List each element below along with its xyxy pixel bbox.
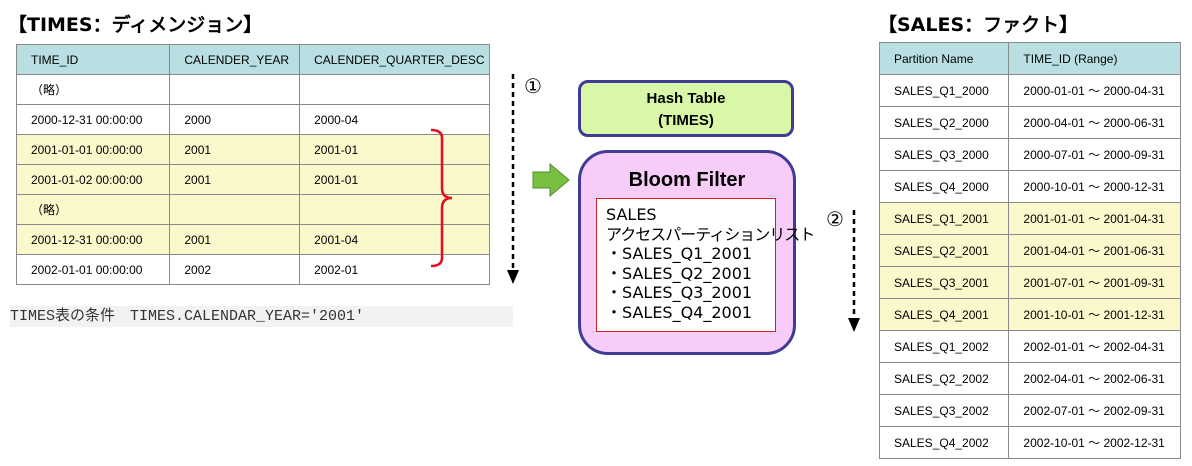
times-header-cell: TIME_ID — [15, 44, 171, 75]
times-cell: 2002 — [169, 254, 301, 285]
times-cell: 2001 — [169, 134, 301, 165]
times-cell: （略） — [15, 194, 171, 225]
bloom-filter-line: ・SALES_Q3_2001 — [606, 283, 753, 302]
times-cell: 2001-01-01 00:00:00 — [15, 134, 171, 165]
hash-table-box: Hash Table (TIMES) — [578, 80, 794, 137]
sales-cell: SALES_Q2_2000 — [878, 106, 1010, 139]
times-cell: 2000-12-31 00:00:00 — [15, 104, 171, 135]
times-cell: 2001 — [169, 224, 301, 255]
hash-table-line2: (TIMES) — [658, 112, 714, 129]
sales-cell: 2002-01-01 ～ 2002-04-31 — [1008, 330, 1181, 363]
times-cell: （略） — [15, 74, 171, 105]
hash-table-line1: Hash Table — [646, 90, 726, 107]
times-cell: 2001 — [169, 164, 301, 195]
times-cell: 2001-12-31 00:00:00 — [15, 224, 171, 255]
sales-cell: 2002-04-01 ～ 2002-06-31 — [1008, 362, 1181, 395]
times-cell: 2000-04 — [299, 104, 490, 135]
sales-cell: SALES_Q1_2000 — [878, 74, 1010, 107]
times-cell: 2002-01-01 00:00:00 — [15, 254, 171, 285]
sales-cell: SALES_Q3_2001 — [878, 266, 1010, 299]
sales-cell: SALES_Q1_2002 — [878, 330, 1010, 363]
sales-cell: 2001-10-01 ～ 2001-12-31 — [1008, 298, 1181, 331]
sales-cell: 2000-01-01 ～ 2000-04-31 — [1008, 74, 1181, 107]
step-one-label: ① — [524, 74, 542, 98]
bloom-filter-content: SALES アクセスパーティションリスト ・SALES_Q1_2001 ・SAL… — [596, 198, 815, 332]
sales-cell: 2001-01-01 ～ 2001-04-31 — [1008, 202, 1181, 235]
sales-header-cell: Partition Name — [878, 42, 1010, 75]
sales-header-cell: TIME_ID (Range) — [1008, 42, 1181, 75]
times-cell: 2001-01-02 00:00:00 — [15, 164, 171, 195]
times-title: 【TIMES：ディメンジョン】 — [8, 14, 263, 36]
bloom-filter-line: ・SALES_Q1_2001 — [606, 244, 753, 263]
times-cell: 2001-01 — [299, 134, 490, 165]
sales-cell: 2000-10-01 ～ 2000-12-31 — [1008, 170, 1181, 203]
times-cell: 2001-04 — [299, 224, 490, 255]
bloom-filter-title: Bloom Filter — [628, 169, 746, 191]
sales-cell: SALES_Q2_2001 — [878, 234, 1010, 267]
step-two-label: ② — [826, 207, 844, 231]
times-header-cell: CALENDER_YEAR — [169, 44, 301, 75]
sales-cell: 2001-07-01 ～ 2001-09-31 — [1008, 266, 1181, 299]
sales-cell: SALES_Q3_2002 — [878, 394, 1010, 427]
times-cell — [299, 194, 490, 225]
times-row: （略） — [15, 194, 490, 225]
times-cell: 2001-01 — [299, 164, 490, 195]
sales-cell: SALES_Q1_2001 — [878, 202, 1010, 235]
times-cell: 2002-01 — [299, 254, 490, 285]
sales-title: 【SALES：ファクト】 — [878, 14, 1079, 36]
times-condition: TIMES表の条件 TIMES.CALENDAR_YEAR='2001' — [10, 306, 513, 327]
times-table: TIME_ID CALENDER_YEAR CALENDER_QUARTER_D… — [15, 44, 490, 285]
step-one-arrow — [507, 74, 519, 284]
bloom-filter-line: ・SALES_Q4_2001 — [606, 302, 753, 322]
sales-cell: SALES_Q4_2001 — [878, 298, 1010, 331]
times-cell: 2000 — [169, 104, 301, 135]
year-2001-brace — [430, 128, 453, 268]
sales-cell: SALES_Q2_2002 — [878, 362, 1010, 395]
times-cell — [169, 194, 301, 225]
sales-table: Partition Name TIME_ID (Range) SALES_Q1_… — [878, 42, 1181, 459]
sales-cell: SALES_Q3_2000 — [878, 138, 1010, 171]
times-cell — [299, 74, 490, 105]
green-arrow-icon — [532, 163, 570, 197]
times-row: （略） — [15, 74, 490, 105]
bloom-filter-box: Bloom Filter SALES アクセスパーティションリスト ・SALES… — [578, 150, 815, 355]
bloom-filter-line: アクセスパーティションリスト — [606, 224, 815, 244]
sales-cell: 2001-04-01 ～ 2001-06-31 — [1008, 234, 1181, 267]
sales-cell: SALES_Q4_2000 — [878, 170, 1010, 203]
sales-cell: 2002-07-01 ～ 2002-09-31 — [1008, 394, 1181, 427]
times-cell — [169, 74, 301, 105]
times-header-cell: CALENDER_QUARTER_DESC — [299, 44, 490, 75]
sales-cell: 2000-04-01 ～ 2000-06-31 — [1008, 106, 1181, 139]
sales-cell: 2002-10-01 ～ 2002-12-31 — [1008, 426, 1181, 459]
bloom-filter-line: SALES — [606, 205, 657, 224]
bloom-filter-line: ・SALES_Q2_2001 — [606, 263, 753, 283]
sales-cell: SALES_Q4_2002 — [878, 426, 1010, 459]
sales-cell: 2000-07-01 ～ 2000-09-31 — [1008, 138, 1181, 171]
step-two-arrow — [848, 210, 860, 332]
